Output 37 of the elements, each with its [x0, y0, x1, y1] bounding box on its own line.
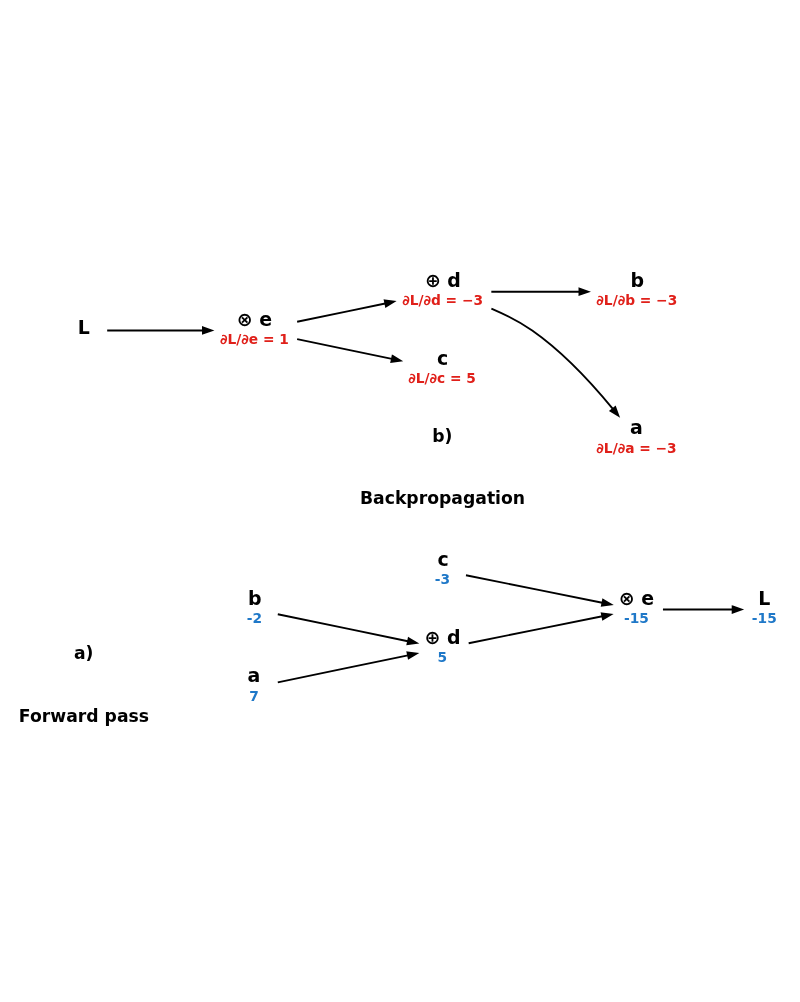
- node-label: ∂L/∂a = −3: [596, 439, 677, 456]
- node-label: ∂L/∂b = −3: [596, 292, 678, 309]
- arrow: [296, 299, 397, 323]
- arrow: [662, 605, 745, 614]
- node-label: ∂L/∂e = 1: [219, 331, 289, 348]
- node-text: ⊗ e: [618, 586, 655, 609]
- node-text: c: [437, 548, 449, 571]
- node-label: -2: [246, 610, 262, 627]
- node-text: b: [247, 586, 262, 609]
- label: a): [73, 643, 94, 664]
- node-label: ∂L/∂c = 5: [408, 369, 476, 386]
- node-text: a: [629, 416, 643, 439]
- node-text: c: [437, 346, 449, 369]
- arrow: [276, 613, 420, 646]
- node-text: ⊕ d: [424, 625, 461, 648]
- label: Forward pass: [18, 705, 150, 726]
- node-label: -3: [434, 571, 451, 588]
- node-text: L: [77, 316, 90, 339]
- node-text: b: [630, 269, 644, 292]
- node-text: a: [247, 664, 261, 687]
- arrow: [490, 287, 591, 297]
- node-text: L: [758, 586, 771, 609]
- node-label: -15: [623, 610, 649, 627]
- arrow: [276, 651, 420, 684]
- arrow: [465, 574, 614, 607]
- node-label: ∂L/∂d = −3: [402, 292, 484, 309]
- node-text: ⊗ e: [236, 307, 273, 330]
- node-label: 7: [249, 687, 259, 704]
- arrow: [490, 307, 621, 418]
- label: b): [432, 426, 453, 447]
- node-label: 5: [437, 648, 448, 665]
- node-label: -15: [751, 610, 777, 627]
- label: Backpropagation: [359, 488, 526, 509]
- node-text: ⊕ d: [424, 269, 461, 292]
- arrow: [106, 326, 215, 335]
- arrow: [296, 338, 404, 363]
- arrow: [467, 612, 614, 645]
